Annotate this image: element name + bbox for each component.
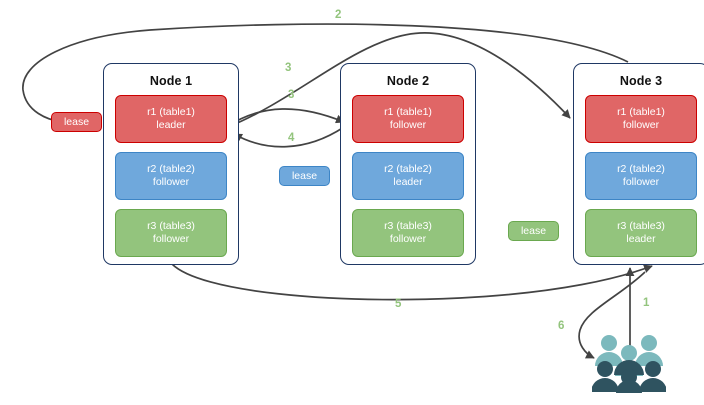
replica-role: follower (152, 233, 190, 245)
replica-name: r2 (table2) (617, 162, 665, 175)
replica-n2-r2[interactable]: r2 (table2) leader (352, 152, 464, 200)
replica-role: leader (156, 119, 186, 131)
replica-role: follower (389, 233, 427, 245)
replica-list-1: r1 (table1) leader r2 (table2) follower … (104, 95, 238, 267)
replica-list-2: r1 (table1) follower r2 (table2) leader … (341, 95, 475, 267)
replica-role: follower (622, 176, 660, 188)
replica-name: r2 (table2) (147, 162, 195, 175)
step-label-4: 4 (288, 132, 295, 144)
lease-badge-red[interactable]: lease (51, 112, 102, 132)
replica-role: leader (626, 233, 656, 245)
replica-name: r3 (table3) (617, 219, 665, 232)
replica-name: r2 (table2) (384, 162, 432, 175)
node-title-1: Node 1 (149, 74, 193, 88)
replica-n1-r1[interactable]: r1 (table1) leader (115, 95, 227, 143)
step-label-5: 5 (395, 298, 402, 310)
replica-name: r3 (table3) (147, 219, 195, 232)
step-label-2: 2 (335, 9, 342, 21)
lease-label: lease (291, 170, 318, 182)
replica-name: r1 (table1) (384, 105, 432, 118)
replica-n2-r3[interactable]: r3 (table3) follower (352, 209, 464, 257)
replica-role: leader (393, 176, 423, 188)
users-group-icon (592, 335, 666, 393)
lease-label: lease (63, 116, 90, 128)
replica-n1-r2[interactable]: r2 (table2) follower (115, 152, 227, 200)
step-label-1: 1 (643, 297, 650, 309)
step-label-3-node3: 3 (285, 62, 292, 74)
replica-role: follower (152, 176, 190, 188)
node-title-2: Node 2 (386, 74, 430, 88)
replica-role: follower (622, 119, 660, 131)
replica-name: r3 (table3) (384, 219, 432, 232)
node-container-2[interactable]: Node 2 r1 (table1) follower r2 (table2) … (340, 63, 476, 265)
replica-n3-r2[interactable]: r2 (table2) follower (585, 152, 697, 200)
node-container-1[interactable]: Node 1 r1 (table1) leader r2 (table2) fo… (103, 63, 239, 265)
lease-badge-green[interactable]: lease (508, 221, 559, 241)
step-label-3-node2: 3 (288, 89, 295, 101)
node-title-3: Node 3 (619, 74, 663, 88)
replica-name: r1 (table1) (147, 105, 195, 118)
lease-label: lease (520, 225, 547, 237)
connector-step-5 (171, 263, 653, 301)
replica-n3-r1[interactable]: r1 (table1) follower (585, 95, 697, 143)
replica-role: follower (389, 119, 427, 131)
replica-n1-r3[interactable]: r3 (table3) follower (115, 209, 227, 257)
replica-n3-r3[interactable]: r3 (table3) leader (585, 209, 697, 257)
node-container-3[interactable]: Node 3 r1 (table1) follower r2 (table2) … (573, 63, 704, 265)
replica-list-3: r1 (table1) follower r2 (table2) followe… (574, 95, 704, 267)
replica-n2-r1[interactable]: r1 (table1) follower (352, 95, 464, 143)
replica-name: r1 (table1) (617, 105, 665, 118)
lease-badge-blue[interactable]: lease (279, 166, 330, 186)
step-label-6: 6 (558, 320, 565, 332)
connector-step-3-node2 (227, 108, 345, 127)
